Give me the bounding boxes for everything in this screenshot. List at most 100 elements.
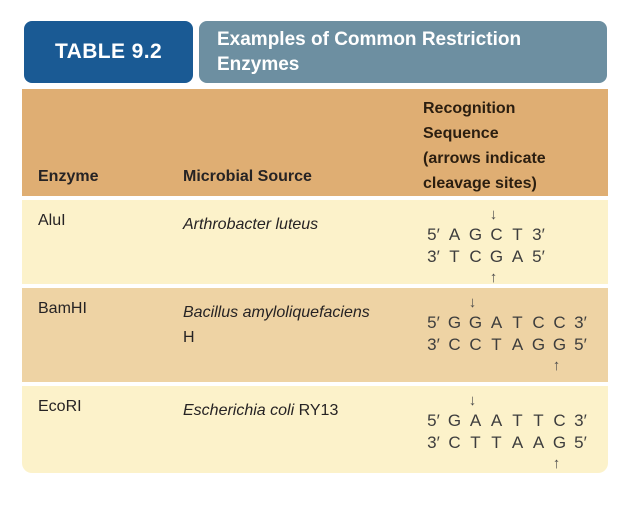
nucleotide: 3′ (427, 247, 440, 266)
nucleotide: A (490, 313, 503, 332)
cleavage-down-arrow-icon: ↓ (468, 392, 477, 409)
enzyme-name: BamHI (38, 300, 87, 317)
cleavage-up-arrow-icon: ↑ (489, 269, 498, 286)
nucleotide: T (470, 433, 481, 452)
nucleotide: A (532, 433, 545, 452)
spacer (507, 268, 528, 287)
table-title-box: Examples of Common Restriction Enzymes (199, 21, 607, 83)
nucleotide: G (489, 247, 504, 266)
spacer (486, 391, 507, 410)
nucleotide: G (531, 335, 546, 354)
cleavage-up-arrow-line: ↑ (423, 268, 608, 287)
spacer (507, 356, 528, 375)
nucleotide: T (449, 247, 460, 266)
spacer (507, 205, 528, 224)
column-header-row: Enzyme Microbial Source Recognition Sequ… (22, 89, 608, 196)
nucleotide: A (490, 411, 503, 430)
spacer (528, 391, 549, 410)
spacer (423, 268, 444, 287)
cleavage-down-arrow-icon: ↓ (468, 294, 477, 311)
recognition-header-line-2: Sequence (423, 125, 499, 142)
spacer (507, 293, 528, 312)
nucleotide: C (553, 411, 566, 430)
nucleotide: G (447, 313, 462, 332)
spacer (507, 391, 528, 410)
spacer (528, 205, 549, 224)
nucleotide: T (512, 225, 523, 244)
cleavage-down-arrow-cell: ↓ (465, 293, 486, 312)
microbial-source: Escherichia coli RY13 (183, 398, 373, 473)
nucleotide: 5′ (427, 411, 440, 430)
spacer (423, 454, 444, 473)
spacer (423, 391, 444, 410)
cleavage-up-arrow-cell: ↑ (486, 268, 507, 287)
table-title: Examples of Common Restriction Enzymes (217, 28, 522, 75)
nucleotide: G (552, 335, 567, 354)
cleavage-down-arrow-line: ↓ (423, 205, 608, 224)
spacer (549, 293, 570, 312)
source-strain-designation: RY13 (294, 402, 339, 419)
enzyme-name: AluI (38, 212, 66, 229)
spacer (570, 293, 591, 312)
nucleotide: 5′ (532, 247, 545, 266)
source-species-name: Bacillus amyloliquefaciens (183, 304, 370, 321)
column-header-microbial-source: Microbial Source (183, 168, 312, 185)
nucleotide: 5′ (574, 335, 587, 354)
spacer (570, 356, 591, 375)
nucleotide: C (553, 313, 566, 332)
nucleotide: C (532, 313, 545, 332)
cleavage-down-arrow-cell: ↓ (486, 205, 507, 224)
nucleotide: 5′ (427, 313, 440, 332)
enzyme-name: EcoRI (38, 398, 82, 415)
cleavage-up-arrow-line: ↑ (423, 454, 608, 473)
cleavage-down-arrow-icon: ↓ (489, 206, 498, 223)
source-species-name: Escherichia coli (183, 402, 295, 419)
microbial-source: Arthrobacter luteus (183, 212, 373, 287)
nucleotide: T (533, 411, 544, 430)
cleavage-up-arrow-line: ↑ (423, 356, 608, 375)
cleavage-up-arrow-icon: ↑ (552, 357, 561, 374)
nucleotide: C (469, 247, 482, 266)
cleavage-up-arrow-icon: ↑ (552, 455, 561, 472)
nucleotide: G (552, 433, 567, 452)
nucleotide: A (469, 411, 482, 430)
nucleotide: 3′ (574, 411, 587, 430)
nucleotide: C (448, 335, 461, 354)
spacer (423, 205, 444, 224)
nucleotide: T (512, 411, 523, 430)
spacer (486, 356, 507, 375)
source-species-name: Arthrobacter luteus (183, 216, 319, 233)
spacer (444, 454, 465, 473)
spacer (423, 293, 444, 312)
spacer (570, 391, 591, 410)
nucleotide: 5′ (574, 433, 587, 452)
spacer (444, 268, 465, 287)
nucleotide: C (490, 225, 503, 244)
microbial-source: Bacillus amyloliquefaciens H (183, 300, 373, 382)
spacer (444, 205, 465, 224)
nucleotide: 3′ (427, 335, 440, 354)
cleavage-up-arrow-cell: ↑ (549, 356, 570, 375)
nucleotide: T (491, 433, 502, 452)
nucleotide: G (468, 225, 483, 244)
nucleotide: 3′ (427, 433, 440, 452)
spacer (570, 454, 591, 473)
spacer (465, 356, 486, 375)
source-strain-designation: H (183, 329, 195, 346)
nucleotide: G (468, 313, 483, 332)
nucleotide: A (511, 335, 524, 354)
cleavage-down-arrow-line: ↓ (423, 391, 608, 410)
table-number-label: TABLE 9.2 (54, 40, 163, 63)
